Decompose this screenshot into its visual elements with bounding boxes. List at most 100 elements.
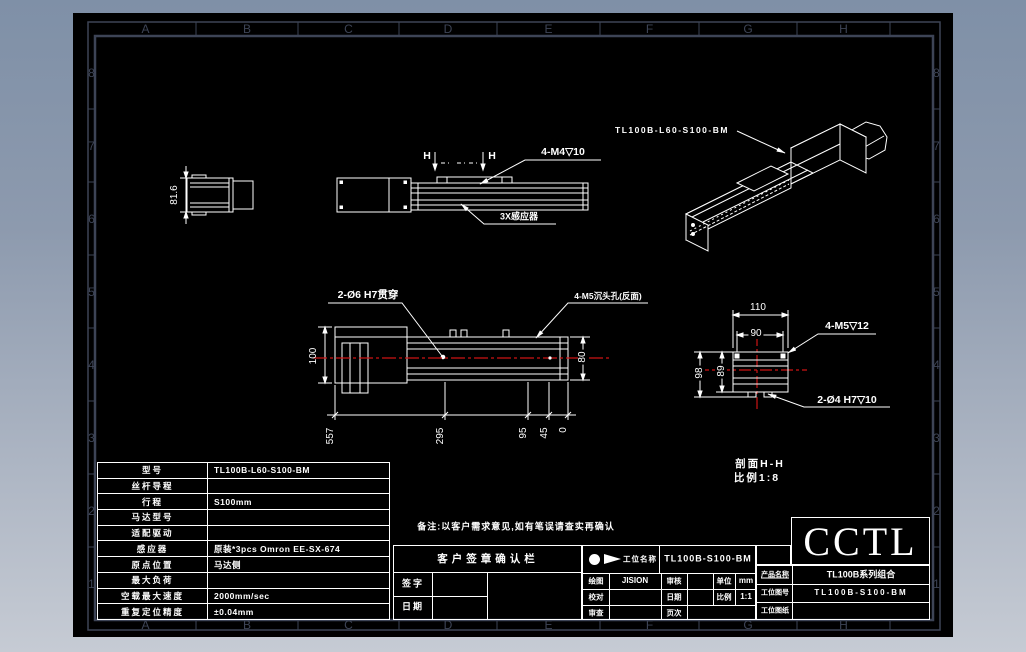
drawing-no-label: 工位图纸 [761,607,789,615]
plan-dim-45: 45 [539,427,550,439]
section-view [694,310,890,408]
scale-value: 1:1 [740,592,752,601]
grid-col-B: B [242,22,252,36]
spec-row-value: ±0.04mm [214,606,254,617]
spec-row-value [208,510,389,526]
grid-row-4: 4 [88,357,95,372]
draw-value: JISION [621,576,649,585]
plan-centerline [313,356,612,360]
grid-col-F: F [645,22,654,36]
logo-ball-icon [589,554,600,565]
grid-col-F: F [645,618,654,632]
section-dim-110: 110 [748,302,768,313]
grid-col-G: G [743,618,753,632]
remark-note: 备注:以客户需求意见,如有笔误请查实再确认 [417,521,615,532]
grid-row-1: 1 [88,576,95,591]
grid-row-8: 8 [933,65,940,80]
review-label: 审查 [588,608,604,618]
plan-dim-295: 295 [435,427,446,445]
company-logo-box: CCTL [791,517,930,565]
grid-col-C: C [344,22,353,36]
customer-block-title: 客户签章确认栏 [437,552,539,565]
spec-row-label: 适配驱动 [98,525,208,542]
section-centerlines [697,334,807,412]
grid-col-B: B [242,618,252,632]
end-view [180,166,254,224]
plan-dim-100: 100 [308,347,319,365]
spec-row-value [208,526,389,542]
grid-row-1: 1 [933,576,940,591]
spec-row-label: 感应器 [98,541,208,558]
company-logo: CCTL [803,518,918,564]
plan-dim-95: 95 [518,427,529,439]
product-name-value: TL100B系列组合 [826,569,896,580]
spec-row-value: 2000mm/sec [208,589,389,605]
iso-view [684,121,888,252]
section-mark-left: H [423,149,431,162]
grid-col-A: A [141,618,150,632]
grid-row-4: 4 [933,357,940,372]
grid-col-A: A [141,22,150,36]
section-dowel-label: 2-Ø4 H7▽10 [817,393,877,406]
section-scale: 比例1:8 [733,471,781,484]
product-name-label: 产品名称 [761,571,789,579]
grid-col-C: C [344,618,353,632]
customer-confirmation-block: 客户签章确认栏 签字 日期 [393,545,582,620]
spec-row-value: 马达侧 [208,557,389,573]
spec-row-value: S100mm [208,494,389,511]
check-label: 审核 [666,576,682,586]
front-view [336,152,601,225]
date-cell-label: 日期 [666,592,682,602]
title-block: 工位名称 TL100B-S100-BM 绘图 JISION 审核 单位 mm 校… [582,545,756,620]
grid-col-E: E [544,22,553,36]
station-name-label: 工位名称 [623,554,657,564]
spec-row-value: 原装*3pcs Omron EE-SX-674 [208,541,389,558]
grid-row-2: 2 [88,503,95,518]
section-dim-90: 90 [748,328,764,339]
unit-value: mm [738,576,754,585]
draw-label: 绘图 [588,576,604,586]
grid-col-D: D [443,22,453,36]
grid-row-3: 3 [933,430,940,445]
grid-col-D: D [443,618,453,632]
spec-row-label: 丝杆导程 [98,478,208,495]
station-name-value: TL100B-S100-BM [664,553,752,564]
grid-col-H: H [839,618,848,632]
section-caption: 剖面H-H [735,457,785,470]
grid-row-5: 5 [88,284,95,299]
front-tap-label: 4-M4▽10 [541,145,585,158]
iso-model-label: TL100B-L60-S100-BM [615,124,729,135]
spec-row-value [208,479,389,495]
grid-row-6: 6 [88,211,95,226]
title-block-spacer-cell [756,545,791,565]
spec-row-label: 空载最大速度 [98,588,208,605]
grid-row-6: 6 [933,211,940,226]
section-tap-label: 4-M5▽12 [825,319,869,332]
grid-row-3: 3 [88,430,95,445]
plan-dim-557: 557 [325,427,336,445]
spec-row-value: TL100B-L60-S100-BM [208,463,389,479]
end-view-height-dim: 81.6 [169,185,180,205]
spec-row-label: 行程 [98,494,208,511]
sign-label: 签字 [401,578,425,589]
proof-label: 校对 [588,592,604,602]
front-sensor-label: 3X感应器 [499,211,539,222]
logo-pennant-icon [604,554,621,564]
grid-row-7: 7 [88,138,95,153]
section-dim-98: 98 [694,365,705,381]
spec-row-label: 原点位置 [98,557,208,573]
scale-label: 比例 [716,592,732,602]
grid-col-H: H [839,22,848,36]
section-mark-right: H [488,149,496,162]
station-no-value: TL100B-S100-BM [814,588,908,597]
plan-view [318,302,648,420]
station-no-label: 工位图号 [761,589,789,597]
plan-dim-80: 80 [577,349,588,365]
unit-label: 单位 [716,576,732,586]
grid-row-2: 2 [933,503,940,518]
plan-dim-0: 0 [558,427,569,433]
grid-col-G: G [743,22,753,36]
